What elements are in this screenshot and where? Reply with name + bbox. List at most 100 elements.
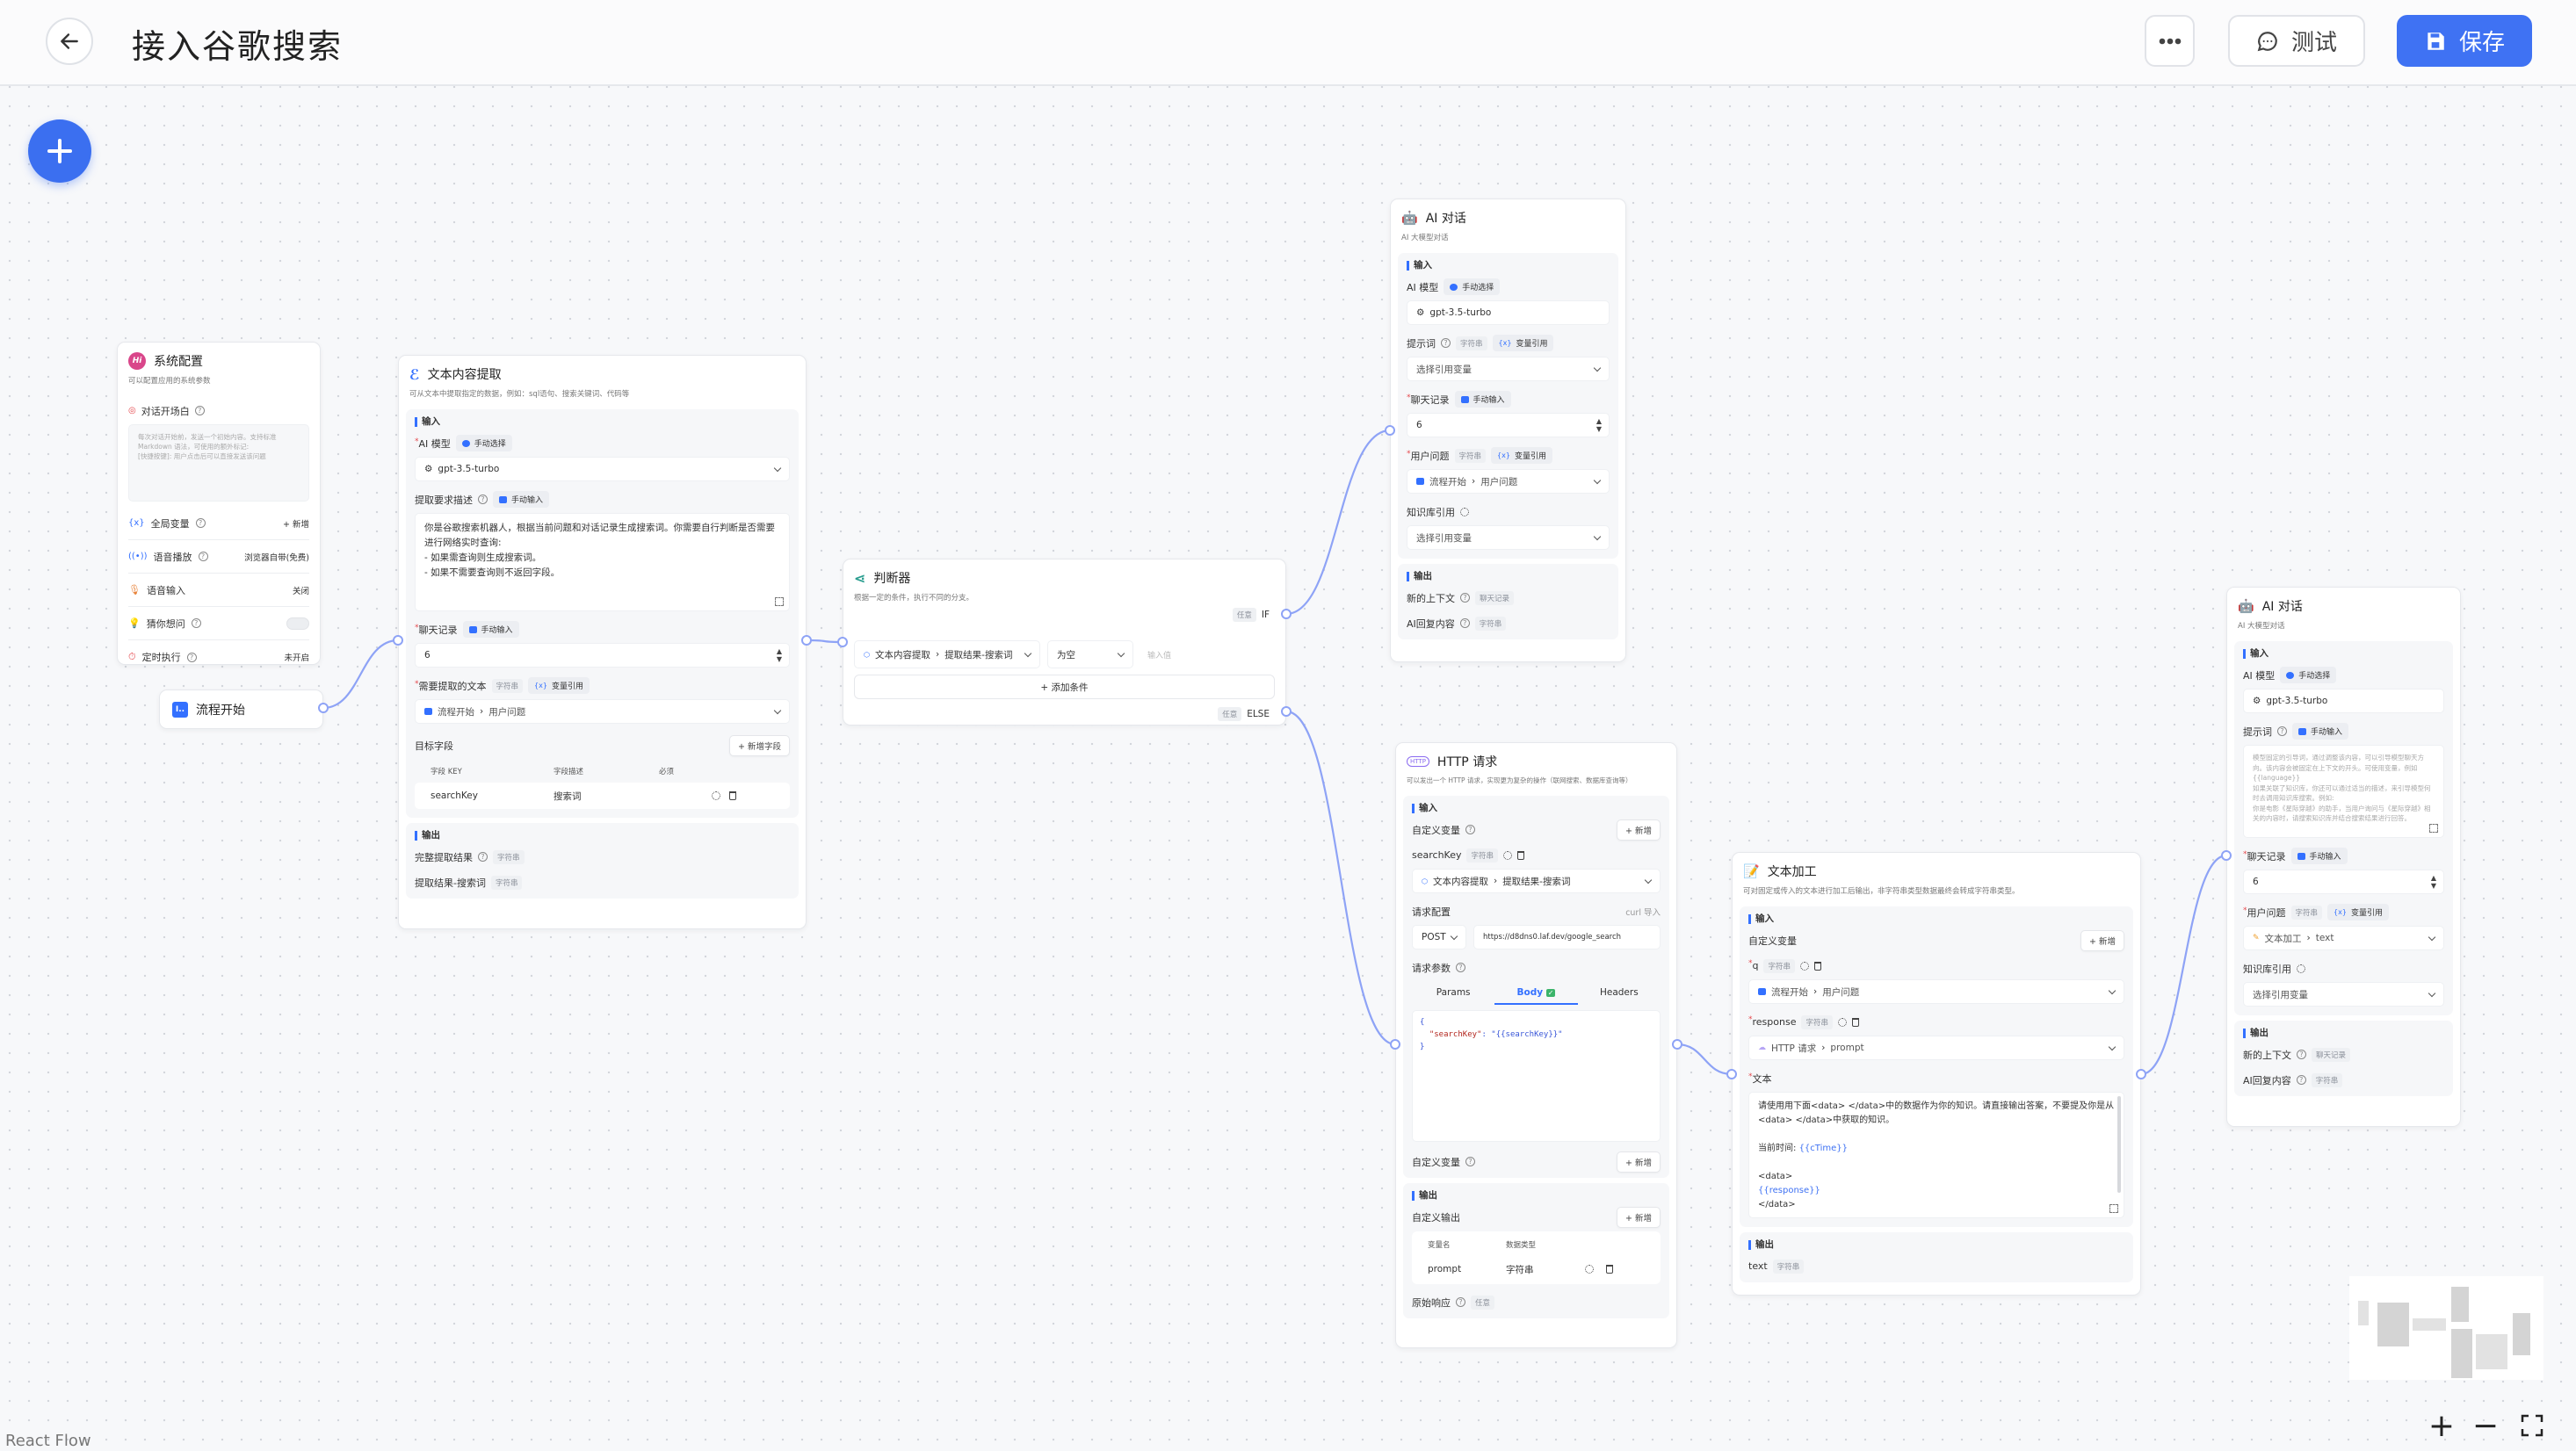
edge-start-to-extract[interactable] [322, 639, 399, 710]
var-ref-chip[interactable]: {x}变量引用 [1491, 447, 1552, 464]
expand-icon[interactable] [775, 597, 784, 606]
question-select[interactable]: 流程开始›用户问题 [1407, 469, 1610, 494]
target-handle[interactable] [837, 637, 848, 647]
target-handle[interactable] [1390, 1039, 1400, 1050]
trash-icon[interactable] [1517, 850, 1524, 860]
trash-icon[interactable] [1606, 1265, 1613, 1274]
prompt-textarea[interactable]: 模型固定的引导词，通过调整该内容，可以引导模型聊天方向。该内容会被固定在上下文的… [2243, 745, 2444, 838]
add-field-button[interactable]: + 新增字段 [729, 734, 790, 756]
add-condition-button[interactable]: + 添加条件 [854, 675, 1275, 699]
expand-icon[interactable] [2109, 1204, 2118, 1213]
prompt-select[interactable]: 选择引用变量 [1407, 357, 1610, 381]
test-button[interactable]: 测试 [2228, 15, 2365, 67]
save-button[interactable]: 保存 [2397, 15, 2532, 67]
target-handle[interactable] [1726, 1069, 1737, 1079]
manual-select-chip[interactable]: 手动选择 [1444, 278, 1501, 295]
minimap[interactable] [2349, 1276, 2543, 1380]
stepper-icon[interactable]: ▲▼ [776, 647, 782, 663]
node-flow-start[interactable]: I..流程开始 [159, 689, 323, 729]
expand-icon[interactable] [2429, 824, 2438, 833]
edge-http-to-text-edit[interactable] [1676, 1043, 1733, 1076]
trash-icon[interactable] [1851, 1017, 1859, 1027]
source-handle[interactable] [801, 635, 812, 646]
target-handle[interactable] [1385, 425, 1395, 436]
back-button[interactable] [46, 18, 93, 65]
manual-select-chip[interactable]: 手动选择 [455, 435, 512, 451]
scrollbar[interactable] [2117, 1096, 2121, 1193]
if-source-handle[interactable] [1281, 609, 1292, 619]
tab-headers[interactable]: Headers [1599, 987, 1639, 998]
setting-suggest-questions[interactable]: 💡猜你想问 [128, 607, 309, 640]
knowledge-select[interactable]: 选择引用变量 [1407, 525, 1610, 550]
source-handle[interactable] [318, 703, 329, 713]
question-select[interactable]: ✎文本加工›text [2243, 926, 2444, 950]
url-input[interactable]: https://d8dns0.laf.dev/google_search [1473, 925, 1661, 949]
text-template-editor[interactable]: 请使用用下面<data> </data>中的数据作为你的知识。请直接输出答案，不… [1748, 1092, 2124, 1218]
node-text-edit[interactable]: 📝文本加工 可对固定或传入的文本进行加工后输出，非字符串类型数据最终会转成字符串… [1732, 852, 2141, 1296]
settings-icon[interactable] [1460, 507, 1469, 516]
tab-body[interactable]: Body ✓ [1494, 984, 1578, 1005]
target-handle[interactable] [2221, 850, 2232, 861]
var-ref-chip[interactable]: {x}变量引用 [2327, 904, 2389, 920]
settings-icon[interactable] [2297, 964, 2305, 973]
tab-params[interactable]: Params [1436, 987, 1471, 998]
else-source-handle[interactable] [1281, 706, 1292, 717]
fit-view-button[interactable] [2512, 1405, 2552, 1446]
curl-import-button[interactable]: curl 导入 [1625, 907, 1661, 918]
add-variable-button[interactable]: + 新增 [1617, 819, 1661, 841]
suggest-toggle[interactable] [286, 617, 309, 630]
settings-icon[interactable] [1837, 1017, 1847, 1027]
var-ref-chip[interactable]: {x}变量引用 [1492, 335, 1554, 351]
manual-input-chip[interactable]: 手动输入 [2290, 848, 2348, 864]
model-select[interactable]: ⚙gpt-3.5-turbo [415, 457, 790, 481]
manual-select-chip[interactable]: 手动选择 [2280, 667, 2337, 683]
add-global-var-button[interactable]: + 新增 [283, 519, 309, 530]
edge-if-to-ai-chat[interactable] [1285, 429, 1391, 616]
edge-else-to-http[interactable] [1285, 710, 1396, 1046]
trash-icon[interactable] [1814, 961, 1821, 971]
setting-voice-input[interactable]: 🎙语音输入关闭 [128, 574, 309, 607]
add-node-button[interactable] [28, 119, 91, 183]
settings-icon[interactable] [1800, 961, 1809, 971]
manual-input-chip[interactable]: 手动输入 [493, 491, 550, 508]
history-number-input[interactable]: 6▲▼ [2243, 870, 2444, 894]
add-output-button[interactable]: + 新增 [1617, 1206, 1661, 1228]
source-handle[interactable] [1672, 1039, 1682, 1050]
zoom-in-button[interactable]: + [2428, 1407, 2456, 1444]
knowledge-select[interactable]: 选择引用变量 [2243, 982, 2444, 1007]
variable-source-select[interactable]: ⬡文本内容提取›提取结果-搜索词 [1412, 869, 1661, 893]
more-button[interactable] [2145, 15, 2195, 67]
settings-icon[interactable] [1503, 850, 1512, 860]
trash-icon[interactable] [729, 791, 736, 800]
q-source-select[interactable]: 流程开始›用户问题 [1748, 979, 2124, 1004]
node-ai-chat-1[interactable]: 🤖AI 对话 AI 大模型对话 输入 AI 模型手动选择 ⚙gpt-3.5-tu… [1390, 199, 1626, 662]
stepper-icon[interactable]: ▲▼ [2430, 874, 2436, 890]
method-select[interactable]: POST [1412, 925, 1466, 949]
manual-input-chip[interactable]: 手动输入 [1454, 391, 1511, 408]
target-handle[interactable] [393, 635, 403, 646]
edge-text-edit-to-ai-chat[interactable] [2140, 854, 2227, 1076]
settings-icon[interactable] [1585, 1265, 1594, 1274]
model-select[interactable]: ⚙gpt-3.5-turbo [1407, 300, 1610, 325]
react-flow-attribution[interactable]: React Flow [5, 1432, 91, 1450]
text-source-select[interactable]: 流程开始›用户问题 [415, 699, 790, 724]
operator-select[interactable]: 为空 [1047, 640, 1133, 668]
opening-textarea[interactable]: 每次对话开始前，发送一个初始内容。支持标准 Markdown 语法，可使用的额外… [128, 424, 309, 502]
model-select[interactable]: ⚙gpt-3.5-turbo [2243, 689, 2444, 713]
condition-variable-select[interactable]: ⬡文本内容提取›提取结果-搜索词 [854, 640, 1040, 668]
settings-icon[interactable] [712, 791, 720, 800]
manual-input-chip[interactable]: 手动输入 [462, 621, 519, 638]
manual-input-chip[interactable]: 手动输入 [2292, 723, 2349, 740]
add-header-button[interactable]: + 新增 [1617, 1151, 1661, 1173]
edge-extract-to-judge[interactable] [806, 639, 843, 644]
setting-global-vars[interactable]: {x}全局变量+ 新增 [128, 507, 309, 540]
history-number-input[interactable]: 6▲▼ [1407, 413, 1610, 437]
var-ref-chip[interactable]: {x}变量引用 [528, 677, 590, 694]
response-source-select[interactable]: ☁HTTP 请求›prompt [1748, 1036, 2124, 1060]
body-editor[interactable]: { "searchKey": "{{searchKey}}" } [1412, 1010, 1661, 1142]
add-variable-button[interactable]: + 新增 [2080, 929, 2124, 951]
